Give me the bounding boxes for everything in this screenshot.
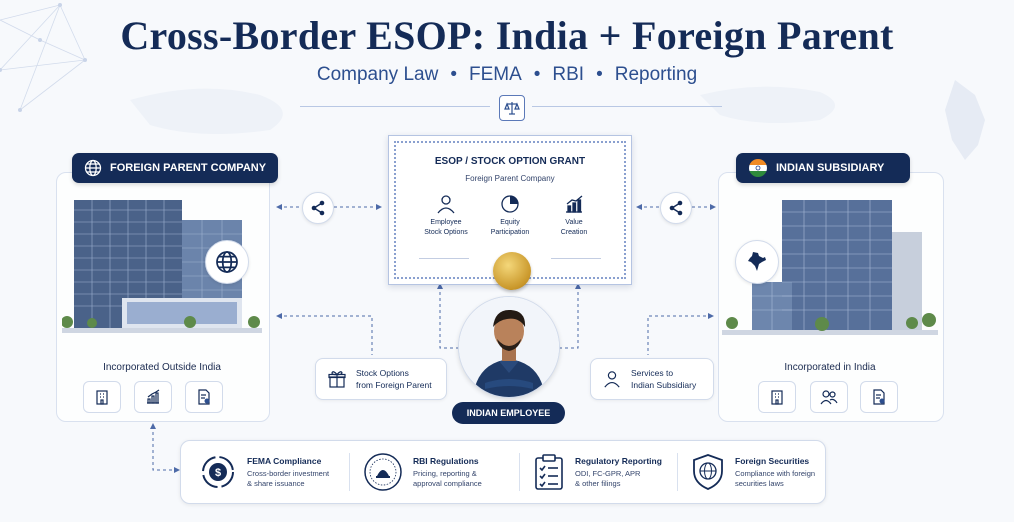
subtitle-item-company-law: Company Law <box>316 64 439 85</box>
certificate-col-employee-stock-options: Employee Stock Options <box>411 194 481 238</box>
pie-chart-icon <box>501 195 519 213</box>
signature-line-left <box>419 258 469 259</box>
india-map-icon <box>748 252 766 271</box>
building-icon-box <box>83 381 121 413</box>
globe-icon <box>216 251 238 273</box>
divider <box>519 453 520 491</box>
subtitle-item-fema: FEMA <box>468 64 522 85</box>
subtitle: Company Law•FEMA•RBI•Reporting <box>316 64 698 85</box>
bar-chart-icon <box>566 195 583 213</box>
growth-chart-icon <box>147 389 160 404</box>
globe-icon <box>84 159 102 177</box>
foreign-parent-caption: Incorporated Outside India <box>103 362 221 373</box>
dollar-cycle-icon: $ <box>202 456 234 488</box>
foreign-parent-label: FOREIGN PARENT COMPANY <box>110 162 267 174</box>
person-icon <box>604 371 620 388</box>
india-map-circle <box>735 240 779 284</box>
divider-left <box>300 106 490 107</box>
divider <box>349 453 350 491</box>
svg-text:$: $ <box>215 467 221 479</box>
document-check-icon <box>198 389 210 405</box>
subtitle-item-rbi: RBI <box>552 64 585 85</box>
indian-subsidiary-badge: INDIAN SUBSIDIARY <box>736 153 911 183</box>
share-node-left <box>302 192 334 224</box>
certificate-col-value-creation: Value Creation <box>539 194 609 238</box>
share-icon <box>669 200 683 216</box>
employee-portrait <box>458 296 560 398</box>
share-icon <box>311 200 325 216</box>
foreign-globe-circle <box>205 240 249 284</box>
rbi-emblem-icon <box>364 453 402 491</box>
person-icon <box>437 195 455 214</box>
indian-subsidiary-label: INDIAN SUBSIDIARY <box>776 162 885 174</box>
clipboard-checklist-icon <box>535 454 563 490</box>
india-flag-icon <box>749 159 767 177</box>
chart-icon-box <box>134 381 172 413</box>
foreign-parent-badge: FOREIGN PARENT COMPANY <box>72 153 279 183</box>
building-icon <box>96 390 108 405</box>
divider <box>677 453 678 491</box>
signature-line-right <box>551 258 601 259</box>
certificate-subtitle: Foreign Parent Company <box>465 174 555 183</box>
gold-seal <box>493 252 531 290</box>
building-icon <box>771 390 783 405</box>
divider-right <box>532 106 722 107</box>
page-title: Cross-Border ESOP: India + Foreign Paren… <box>120 13 894 58</box>
building-icon-box <box>758 381 796 413</box>
certificate-col-equity-participation: Equity Participation <box>475 194 545 238</box>
document-icon-box <box>185 381 223 413</box>
certificate-title: ESOP / STOCK OPTION GRANT <box>434 156 586 167</box>
people-icon-box <box>810 381 848 413</box>
document-icon-box <box>860 381 898 413</box>
people-icon <box>820 390 838 405</box>
indian-subsidiary-building <box>722 200 938 335</box>
indian-employee-label: INDIAN EMPLOYEE <box>452 402 565 424</box>
document-check-icon <box>873 389 885 405</box>
share-node-right <box>660 192 692 224</box>
subtitle-item-reporting: Reporting <box>614 64 698 85</box>
scales-icon <box>499 95 525 121</box>
gift-icon <box>328 371 346 388</box>
indian-subsidiary-caption: Incorporated in India <box>784 362 876 373</box>
shield-globe-icon <box>693 454 723 490</box>
